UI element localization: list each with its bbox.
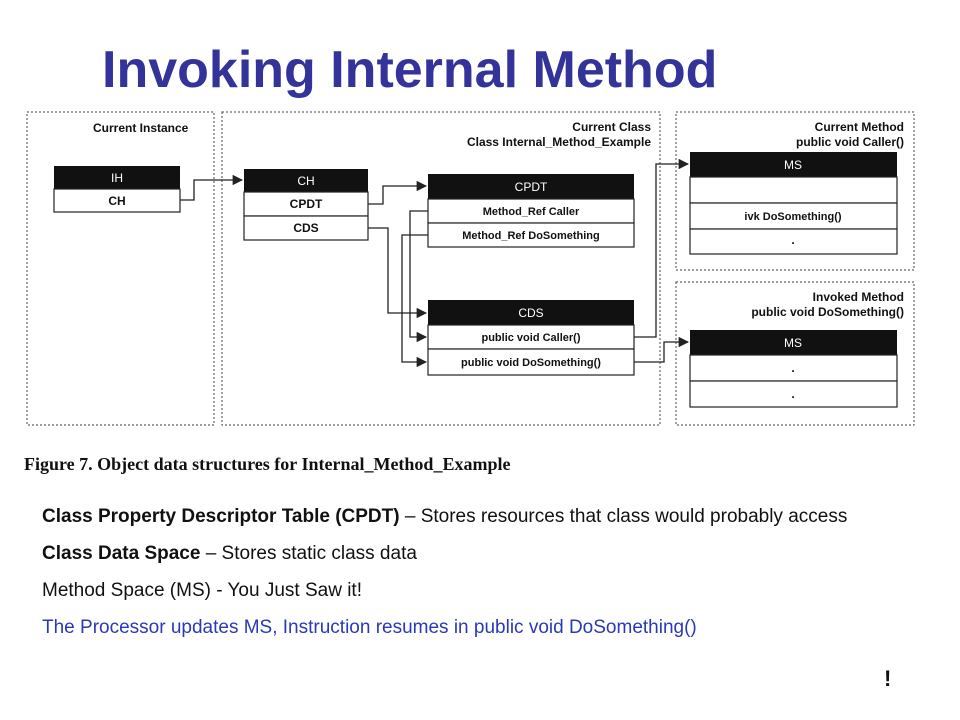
svg-text:MS: MS [784, 158, 802, 172]
figure-caption: Figure 7. Object data structures for Int… [24, 454, 511, 474]
cds-dosomething-row: public void DoSomething() [427, 348, 635, 376]
arrow-instance-to-ch [180, 174, 244, 201]
current-instance-label: Current Instance [93, 121, 189, 135]
cds-header-box: CDS [428, 300, 634, 325]
ms-invoked-header-box: MS [690, 330, 897, 355]
arrow-cpdt-caller-to-cds-caller [409, 210, 428, 343]
invoked-method-label: Invoked Method [813, 290, 904, 304]
svg-text:.: . [791, 387, 794, 401]
page-title: Invoking Internal Method [102, 41, 718, 99]
svg-text:.: . [791, 233, 794, 247]
current-method-region [675, 111, 915, 271]
current-method-signature: public void Caller() [796, 135, 904, 149]
svg-text:public void DoSomething(): public void DoSomething() [461, 357, 601, 369]
ms-current-row-ivk: ivk DoSomething() [689, 202, 898, 230]
ch-cpdt-row: CPDT [243, 191, 369, 217]
svg-text:CPDT: CPDT [515, 180, 548, 194]
svg-text:CH: CH [108, 194, 125, 208]
current-instance-region [26, 111, 215, 426]
svg-text:CH: CH [297, 174, 314, 188]
ms-invoked-row-1: . [689, 354, 898, 382]
svg-text:CDS: CDS [518, 306, 543, 320]
arrow-ch-to-cpdt [368, 180, 428, 205]
svg-text:.: . [791, 361, 794, 375]
svg-text:CDS: CDS [293, 221, 318, 235]
svg-text:IH: IH [111, 171, 123, 185]
ms-current-row-empty [689, 176, 898, 204]
ch-header-box: CH [244, 169, 368, 192]
cpdt-caller-row: Method_Ref Caller [427, 198, 635, 224]
cpdt-dosomething-row: Method_Ref DoSomething [427, 222, 635, 248]
object-data-structures-diagram: Current Instance Current Class Class Int… [26, 111, 915, 426]
arrow-ch-to-cds [368, 227, 428, 319]
note-cpdt-desc: – Stores resources that class would prob… [399, 506, 848, 527]
svg-text:CPDT: CPDT [290, 197, 323, 211]
instance-header-box: IH [54, 166, 180, 189]
cds-caller-row: public void Caller() [427, 324, 635, 350]
svg-text:Method_Ref DoSomething: Method_Ref DoSomething [462, 230, 600, 242]
notes-section: Class Property Descriptor Table (CPDT) –… [42, 504, 922, 652]
svg-text:Method_Ref Caller: Method_Ref Caller [483, 206, 580, 218]
ms-invoked-row-2: . [689, 380, 898, 408]
svg-text:MS: MS [784, 336, 802, 350]
note-cpdt: Class Property Descriptor Table (CPDT) –… [42, 504, 922, 529]
invoked-method-signature: public void DoSomething() [751, 305, 904, 319]
current-method-label: Current Method [815, 120, 904, 134]
current-class-region [221, 111, 661, 426]
note-processor: The Processor updates MS, Instruction re… [42, 617, 697, 638]
invoked-method-region [675, 281, 915, 426]
svg-text:ivk DoSomething(): ivk DoSomething() [744, 211, 842, 223]
arrow-cpdt-dosomething-to-cds-dosomething [401, 234, 428, 368]
note-cpdt-term: Class Property Descriptor Table (CPDT) [42, 506, 400, 527]
note-cds-desc: – Stores static class data [200, 543, 417, 564]
arrow-cds-caller-to-current-ms [634, 158, 690, 338]
note-cds: Class Data Space – Stores static class d… [42, 541, 922, 566]
note-cds-term: Class Data Space [42, 543, 201, 564]
ch-cds-row: CDS [243, 215, 369, 241]
cpdt-header-box: CPDT [428, 174, 634, 199]
current-class-name: Class Internal_Method_Example [467, 135, 651, 149]
exclamation-mark: ! [884, 666, 892, 691]
ms-current-row-dot: . [689, 228, 898, 255]
svg-text:public void Caller(): public void Caller() [481, 332, 580, 344]
instance-ch-row: CH [53, 188, 181, 213]
ms-current-header-box: MS [690, 152, 897, 177]
note-ms: Method Space (MS) - You Just Saw it! [42, 580, 362, 601]
arrow-cds-dosomething-to-invoked-ms [634, 336, 690, 363]
current-class-label: Current Class [572, 120, 651, 134]
